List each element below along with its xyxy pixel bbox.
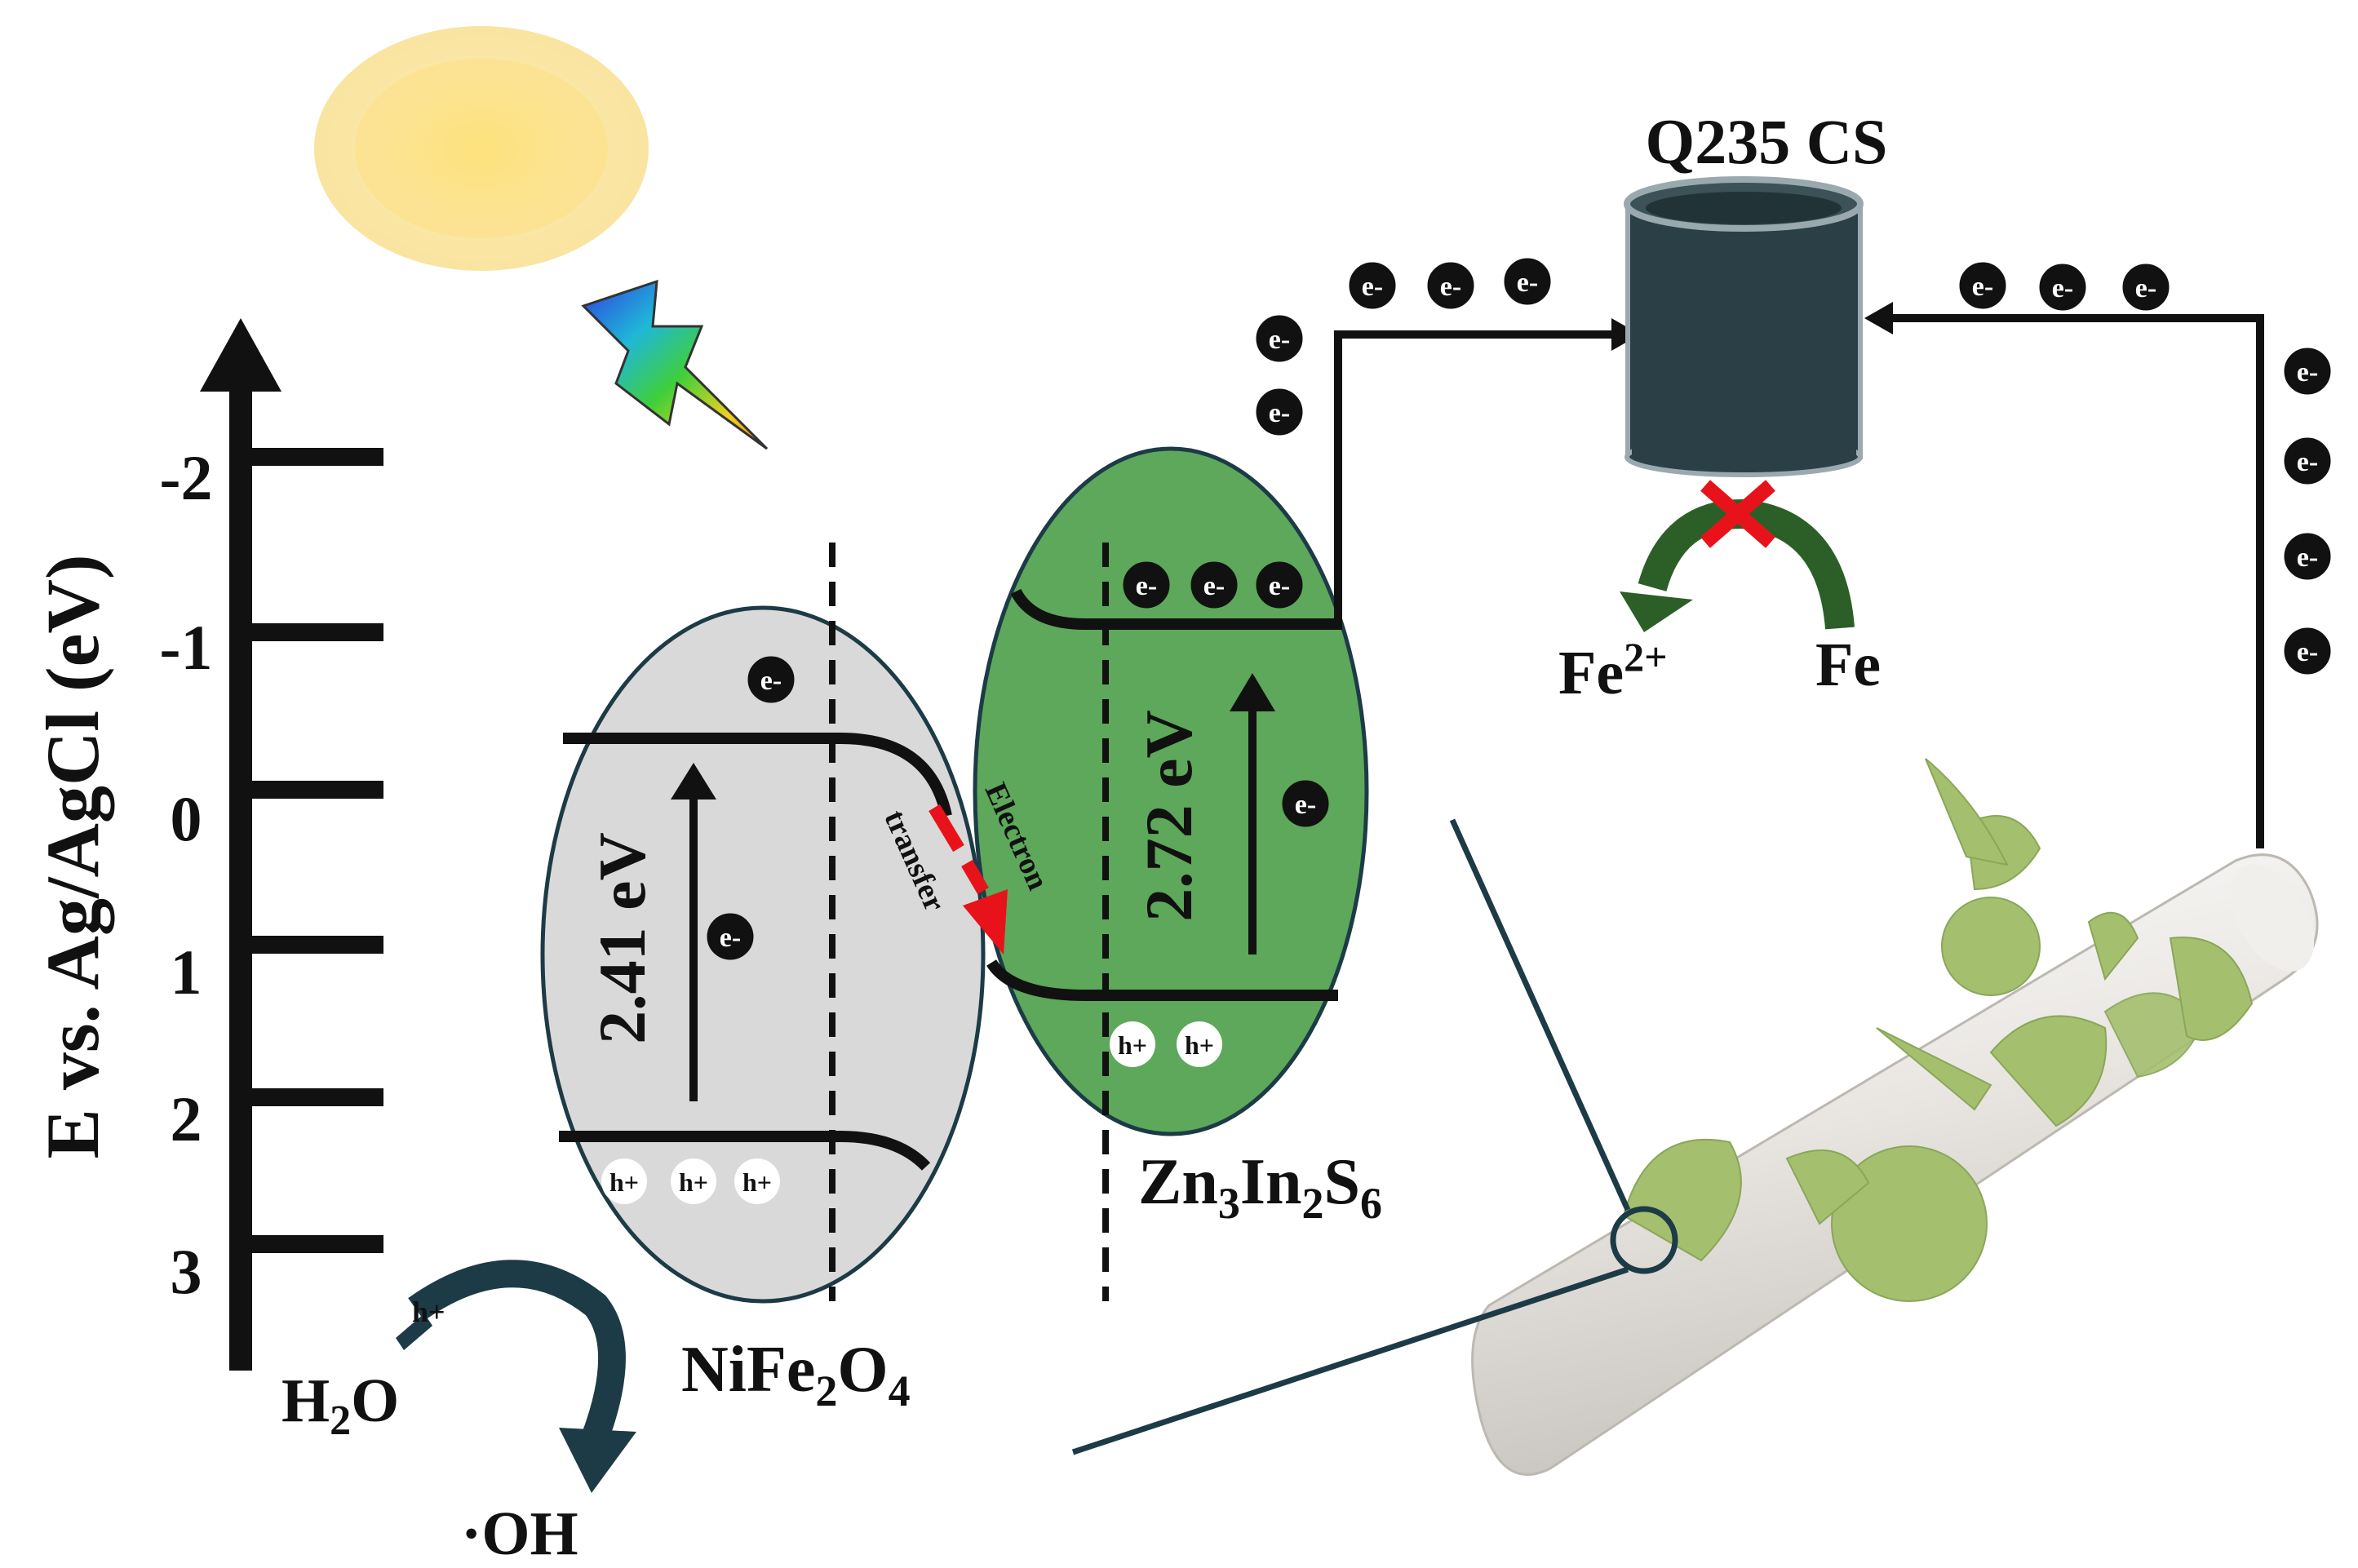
svg-text:e-: e-: [720, 923, 741, 953]
hole: h+: [734, 1158, 780, 1204]
svg-text:e-: e-: [1517, 268, 1538, 298]
tick-label: 2: [171, 1083, 202, 1154]
zn3in2s6-bandgap: 2.72 eV: [1132, 710, 1206, 922]
electron: e-: [2284, 348, 2331, 395]
hole-label: h+: [412, 1296, 445, 1328]
tick-label: -2: [160, 442, 213, 513]
electron: e-: [1256, 561, 1303, 609]
hole: h+: [601, 1158, 647, 1204]
ferrous-ion-label: Fe2+: [1558, 634, 1668, 707]
svg-text:e-: e-: [2297, 447, 2318, 477]
water-label: H2O: [281, 1366, 399, 1444]
nife2o4-band: 2.41 eV e- e- h+ h+ h+ NiFe2O4: [540, 543, 986, 1415]
electron: e-: [1123, 561, 1170, 609]
svg-text:h+: h+: [742, 1167, 772, 1197]
water-oxidation: h+ H2O ·OH: [281, 1260, 636, 1568]
electron: e-: [1504, 258, 1551, 305]
svg-text:h+: h+: [679, 1167, 708, 1197]
electron: e-: [1256, 315, 1303, 362]
svg-text:e-: e-: [1440, 272, 1461, 302]
electron: e-: [1256, 388, 1303, 436]
nanosheet: [1622, 758, 2254, 1302]
svg-text:e-: e-: [2297, 637, 2318, 667]
svg-text:e-: e-: [1269, 398, 1290, 428]
wire-electrons: e- e- e- e- e- e- e- e- e- e- e- e-: [1256, 258, 2331, 675]
svg-text:e-: e-: [1295, 790, 1316, 820]
electron: e-: [707, 913, 754, 960]
svg-text:e-: e-: [2297, 543, 2318, 573]
zoom-indicator: [1071, 818, 1678, 1455]
svg-text:e-: e-: [2297, 357, 2318, 388]
electron: e-: [1349, 262, 1396, 309]
tick-label: -1: [160, 612, 213, 683]
axis-label: E vs. Ag/AgCl (eV): [31, 554, 114, 1158]
tick-label: 3: [171, 1236, 202, 1307]
iron-label: Fe: [1815, 631, 1881, 699]
svg-text:e-: e-: [2052, 273, 2073, 303]
steel-label: Q235 CS: [1646, 106, 1888, 177]
electron: e-: [1282, 780, 1329, 827]
heterojunction-rod: [1471, 758, 2319, 1476]
electron: e-: [2284, 533, 2331, 580]
electron: e-: [2122, 264, 2170, 311]
nife2o4-bandgap: 2.41 eV: [585, 832, 659, 1044]
nife2o4-label: NiFe2O4: [681, 1334, 911, 1415]
svg-text:e-: e-: [1203, 571, 1225, 601]
electron: e-: [1959, 262, 2006, 309]
svg-text:e-: e-: [1136, 571, 1157, 601]
hole: h+: [1110, 1021, 1155, 1067]
svg-text:h+: h+: [1118, 1030, 1147, 1060]
tick-label: 0: [171, 783, 202, 854]
corrosion-blocked: Fe2+ Fe: [1558, 480, 1881, 707]
electron: e-: [1427, 262, 1474, 309]
svg-text:e-: e-: [1269, 571, 1290, 601]
hole: h+: [671, 1158, 716, 1204]
energy-axis: -2 -1 0 1 2 3 E vs. Ag/AgCl (eV): [31, 318, 383, 1371]
hole: h+: [1177, 1021, 1222, 1067]
electron: e-: [2039, 264, 2086, 311]
electron: e-: [1190, 561, 1238, 609]
zn3in2s6-label: Zn3In2S6: [1138, 1146, 1382, 1228]
svg-text:e-: e-: [2135, 273, 2156, 303]
q235-steel-electrode: Q235 CS: [1624, 106, 1888, 477]
light-bolt-icon: [581, 279, 769, 450]
electron: e-: [2284, 437, 2331, 485]
tick-label: 1: [171, 937, 202, 1008]
electron: e-: [747, 656, 795, 703]
svg-text:e-: e-: [1362, 272, 1383, 302]
electron: e-: [2284, 627, 2331, 675]
hydroxyl-label: ·OH: [461, 1499, 578, 1568]
zn3in2s6-band: 2.72 eV e- e- e- e- h+ h+ Zn3In2S6: [973, 446, 1382, 1301]
sun-icon: [314, 26, 649, 271]
svg-text:e-: e-: [1269, 325, 1290, 355]
svg-text:e-: e-: [1972, 272, 1993, 302]
svg-text:h+: h+: [1185, 1030, 1214, 1060]
svg-text:e-: e-: [760, 666, 782, 696]
svg-text:h+: h+: [609, 1167, 639, 1197]
